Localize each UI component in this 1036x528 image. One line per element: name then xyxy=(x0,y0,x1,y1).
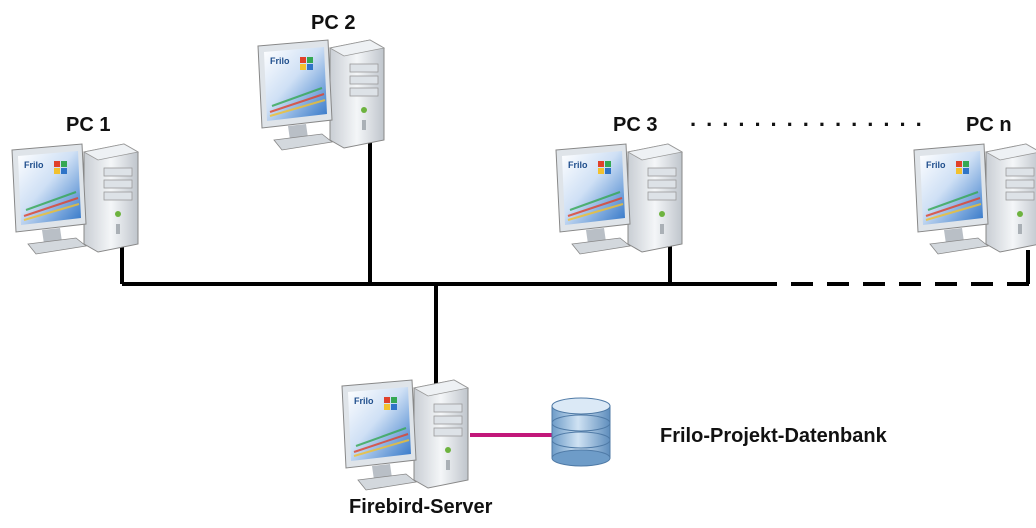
pcn-label: PC n xyxy=(966,114,1012,136)
pc2-label: PC 2 xyxy=(311,12,356,34)
computer-graphic: Frilo xyxy=(341,379,470,491)
pc1-label: PC 1 xyxy=(66,114,111,136)
database-icon xyxy=(551,397,611,467)
computer-graphic: Frilo xyxy=(555,143,684,255)
server-computer-icon: Frilo xyxy=(336,368,476,503)
svg-text:Frilo: Frilo xyxy=(926,160,946,170)
computer-graphic: Frilo xyxy=(257,39,386,151)
pc1-computer-icon: Frilo xyxy=(6,132,146,267)
computer-graphic: Frilo xyxy=(913,143,1036,255)
pcn-computer-icon: Frilo xyxy=(908,132,1036,267)
computer-graphic: Frilo xyxy=(11,143,140,255)
server-label: Firebird-Server xyxy=(349,496,493,518)
ellipsis-dots: ............... xyxy=(690,106,932,131)
database-label: Frilo-Projekt-Datenbank xyxy=(660,425,887,447)
pc2-computer-icon: Frilo xyxy=(252,28,392,163)
svg-text:Frilo: Frilo xyxy=(568,160,588,170)
svg-text:Frilo: Frilo xyxy=(270,56,290,66)
network-bus xyxy=(120,125,1030,390)
pc3-label: PC 3 xyxy=(613,114,658,136)
svg-text:Frilo: Frilo xyxy=(354,396,374,406)
pc3-computer-icon: Frilo xyxy=(550,132,690,267)
svg-text:Frilo: Frilo xyxy=(24,160,44,170)
